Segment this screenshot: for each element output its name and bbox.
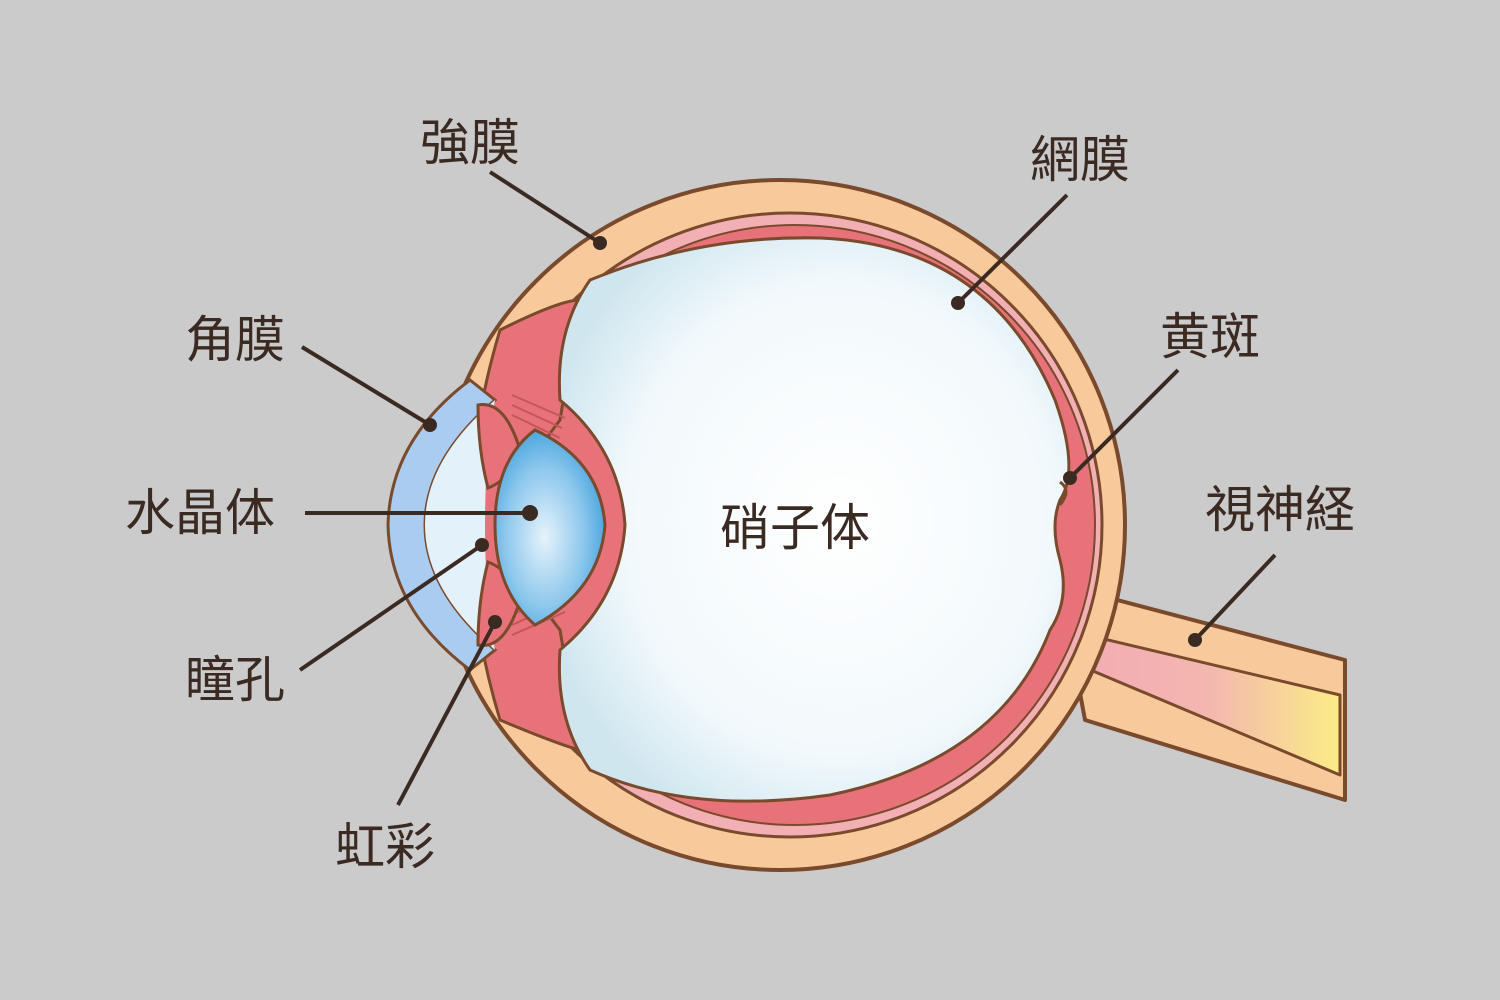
- label-pupil: 瞳孔: [185, 651, 285, 709]
- leader-macula: [1068, 368, 1180, 480]
- label-macula: 黄斑: [1160, 308, 1260, 366]
- leader-retina: [956, 193, 1069, 305]
- vitreous-body-shape: [557, 236, 1071, 803]
- label-optic-nerve: 視神経: [1205, 481, 1355, 539]
- leader-lines: [298, 170, 1277, 806]
- label-sclera: 強膜: [420, 114, 520, 172]
- label-retina: 網膜: [1030, 131, 1130, 189]
- leader-cornea: [300, 345, 432, 427]
- leader-sclera: [488, 170, 602, 245]
- label-vitreous: 硝子体: [720, 499, 870, 557]
- anterior-chamber-shape: [425, 400, 495, 650]
- leader-optic-nerve: [1193, 553, 1277, 642]
- label-cornea: 角膜: [185, 311, 285, 369]
- lens-shape: [493, 428, 607, 627]
- label-lens: 水晶体: [125, 484, 275, 542]
- label-iris: 虹彩: [335, 818, 435, 876]
- leader-iris: [396, 621, 497, 806]
- leader-pupil: [298, 543, 484, 672]
- macula-notch: [1058, 480, 1068, 506]
- leader-dots: [423, 236, 1202, 647]
